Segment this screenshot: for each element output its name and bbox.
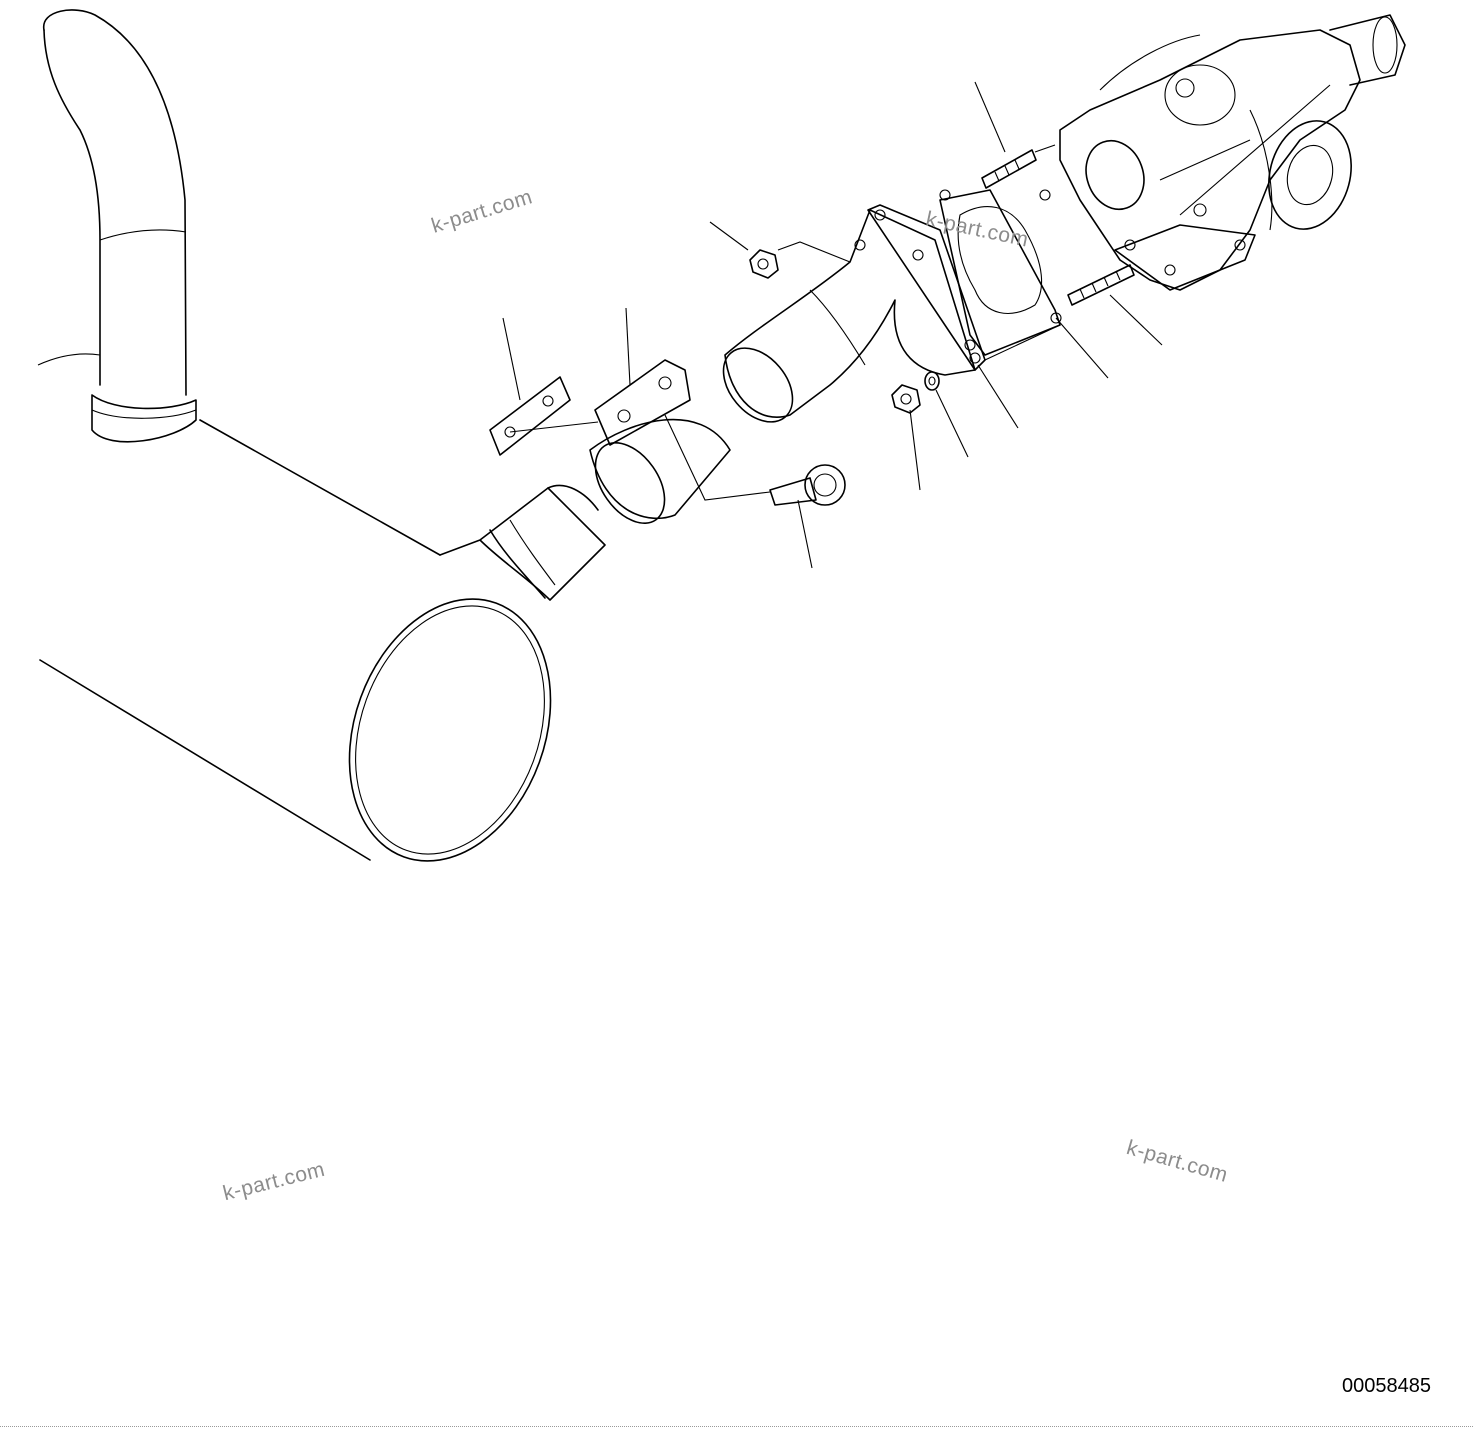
- bolt: [769, 464, 846, 506]
- stud-bolt-lower: [1067, 264, 1135, 306]
- washer: [924, 371, 940, 391]
- stud-bolt-upper: [981, 149, 1037, 189]
- clamp: [589, 359, 731, 525]
- exhaust-elbow: [722, 204, 986, 423]
- muffler: [37, 9, 552, 862]
- muffler-inlet-pipe: [439, 484, 606, 601]
- nut-lower: [891, 384, 921, 414]
- turbocharger: [1059, 14, 1406, 291]
- plate: [489, 376, 571, 456]
- bottom-border: [0, 1426, 1473, 1427]
- leader-lines: [502, 81, 1163, 569]
- document-number: 00058485: [1342, 1375, 1431, 1397]
- nut-upper: [749, 249, 779, 279]
